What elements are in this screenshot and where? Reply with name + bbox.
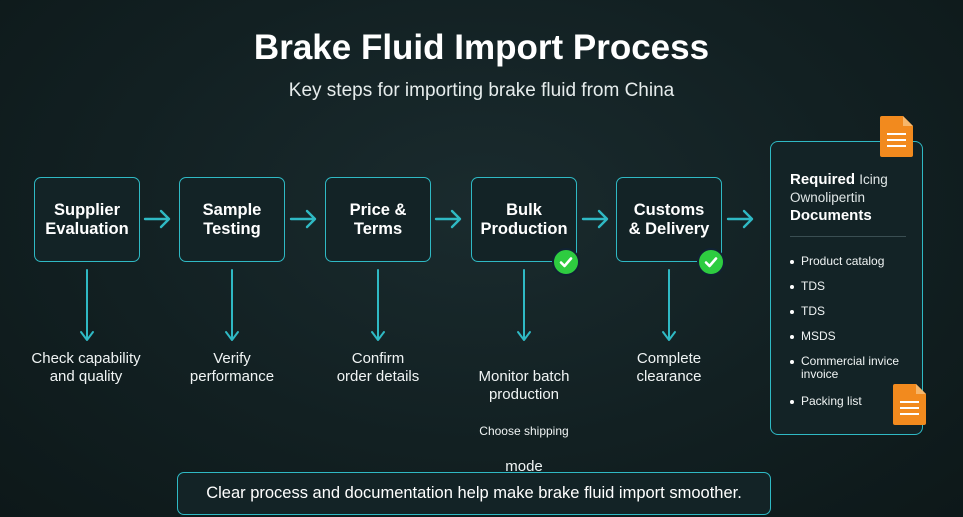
document-icon [893,384,926,425]
step-price-terms: Price & Terms [325,177,431,262]
footer-note: Clear process and documentation help mak… [177,472,771,515]
page-title: Brake Fluid Import Process [253,28,710,67]
list-item: MSDS [788,330,918,355]
step-description-main: Monitor batch production [478,368,570,403]
step-customs-delivery: Customs & Delivery [616,177,722,262]
list-item: TDS [788,305,918,330]
arrow-right-icon [581,209,609,229]
list-item: TDS [788,280,918,305]
step-description-extra: mode [505,458,543,475]
panel-title-line1: Required [790,171,856,188]
step-description: Verify performance [189,350,275,385]
panel-divider [790,236,906,237]
list-item: Commercial invice invoice [788,355,918,395]
step-description-small: Choose shipping [479,424,569,438]
arrow-right-icon [434,209,462,229]
arrow-down-icon [517,269,531,341]
arrow-down-icon [662,269,676,341]
arrow-right-icon [289,209,317,229]
step-sample-testing: Sample Testing [179,177,285,262]
panel-title-line3: Documents [790,207,872,224]
panel-title-garble2: Ownolipertin [790,190,866,205]
step-bulk-production: Bulk Production [471,177,577,262]
documents-panel-title: Required Icing Ownolipertin Documents [790,171,918,225]
arrow-right-icon [726,209,754,229]
list-item: Packing list [788,395,918,420]
step-description: Confirm order details [336,350,420,385]
list-item: Product catalog [788,255,918,280]
step-description: Monitor batch production Choose shipping… [449,350,599,476]
check-icon [552,248,580,276]
step-description: Check capability and quality [31,350,141,385]
page-subtitle: Key steps for importing brake fluid from… [288,80,675,101]
arrow-down-icon [371,269,385,341]
step-description: Complete clearance [636,350,702,385]
arrow-down-icon [80,269,94,341]
check-icon [697,248,725,276]
documents-list: Product catalog TDS TDS MSDS Commercial … [788,255,918,420]
arrow-down-icon [225,269,239,341]
step-supplier-evaluation: Supplier Evaluation [34,177,140,262]
document-icon [880,116,913,157]
arrow-right-icon [143,209,171,229]
panel-title-garble1: Icing [859,172,888,187]
